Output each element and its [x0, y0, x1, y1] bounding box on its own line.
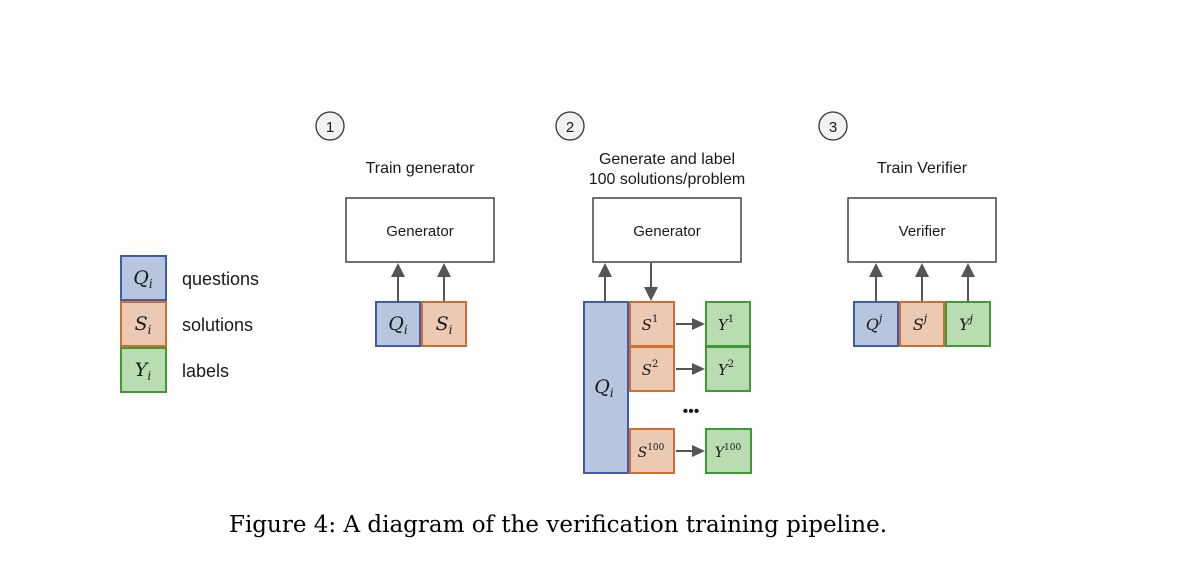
step-3-number: 3	[829, 119, 837, 136]
step-1-solution-box	[421, 301, 467, 347]
step-1-question-symbol: Qi	[388, 313, 408, 337]
step-2-title-line-2: 100 solutions/problem	[589, 171, 746, 188]
legend-solution-label: solutions	[182, 315, 253, 335]
step-2-label-arrow-100-head	[692, 445, 705, 457]
step-3-question-box	[853, 301, 899, 347]
step-2-label-symbol-2: Y2	[718, 359, 734, 379]
step-1-generator-label: Generator	[386, 223, 454, 240]
step-3: 3 Train Verifier Verifier Qj Sj Yj	[818, 111, 997, 347]
step-3-label-symbol: Yj	[959, 312, 974, 334]
legend-question-symbol: Qi	[133, 267, 153, 291]
step-2-question-column	[583, 301, 629, 474]
step-2-arrow-s-down-head	[644, 287, 658, 301]
legend-item-labels: Yi labels	[120, 347, 229, 393]
step-2-label-box-2	[705, 346, 751, 392]
legend-solution-symbol: Si	[135, 313, 152, 337]
step-2-label-box-1	[705, 301, 751, 347]
step-1-number: 1	[326, 119, 334, 136]
figure-caption: Figure 4: A diagram of the verification …	[229, 512, 887, 538]
step-3-title: Train Verifier	[877, 160, 968, 177]
step-1-arrow-q-head	[391, 263, 405, 277]
step-2-solution-symbol-100: S100	[638, 443, 665, 461]
step-2-label-box-100	[705, 428, 752, 474]
step-3-arrow-q-head	[869, 263, 883, 277]
step-2-ellipsis: •••	[683, 403, 700, 420]
step-2-generator-box	[592, 197, 742, 263]
step-2-solution-box-100	[629, 428, 675, 474]
legend-item-questions: Qi questions	[120, 255, 259, 301]
step-1-arrow-s-head	[437, 263, 451, 277]
step-3-question-symbol: Qj	[866, 312, 883, 334]
step-3-number-badge	[818, 111, 848, 141]
step-2-row-2: S2 Y2	[629, 346, 751, 392]
legend-solution-swatch	[120, 301, 167, 347]
legend-item-solutions: Si solutions	[120, 301, 253, 347]
step-3-solution-box	[899, 301, 945, 347]
step-2-question-symbol: Qi	[594, 376, 614, 400]
step-2: 2 Generate and label 100 solutions/probl…	[555, 111, 752, 474]
step-1-question-box	[375, 301, 421, 347]
step-1-title: Train generator	[366, 160, 475, 177]
step-2-solution-symbol-2: S2	[642, 359, 659, 379]
step-2-solution-box-2	[629, 346, 675, 392]
step-2-generator-label: Generator	[633, 223, 701, 240]
step-3-label-box	[945, 301, 991, 347]
legend-label-symbol: Yi	[135, 359, 152, 383]
step-1-solution-symbol: Si	[436, 313, 453, 337]
legend-question-swatch	[120, 255, 167, 301]
legend-label-label: labels	[182, 361, 229, 381]
step-3-solution-symbol: Sj	[913, 312, 928, 334]
step-1-number-badge	[315, 111, 345, 141]
step-2-number-badge	[555, 111, 585, 141]
step-3-arrow-y-head	[961, 263, 975, 277]
step-3-verifier-label: Verifier	[899, 223, 946, 240]
step-2-label-symbol-1: Y1	[718, 314, 734, 334]
step-2-arrow-q-up-head	[598, 263, 612, 277]
step-2-row-1: S1 Y1	[629, 301, 751, 347]
step-3-verifier-box	[847, 197, 997, 263]
legend: Qi questions Si solutions Yi labels	[120, 255, 259, 393]
step-2-solution-box-1	[629, 301, 675, 347]
step-2-number: 2	[566, 119, 574, 136]
step-2-solution-symbol-1: S1	[642, 314, 659, 334]
step-3-arrow-s-head	[915, 263, 929, 277]
step-2-label-arrow-1-head	[692, 318, 705, 330]
step-2-label-symbol-100: Y100	[715, 443, 742, 461]
legend-label-swatch	[120, 347, 167, 393]
step-2-label-arrow-2-head	[692, 363, 705, 375]
step-2-title-line-1: Generate and label	[599, 151, 735, 168]
step-1-generator-box	[345, 197, 495, 263]
step-1: 1 Train generator Generator Qi Si	[315, 111, 495, 347]
step-2-row-100: S100 Y100	[629, 428, 752, 474]
legend-question-label: questions	[182, 269, 259, 289]
